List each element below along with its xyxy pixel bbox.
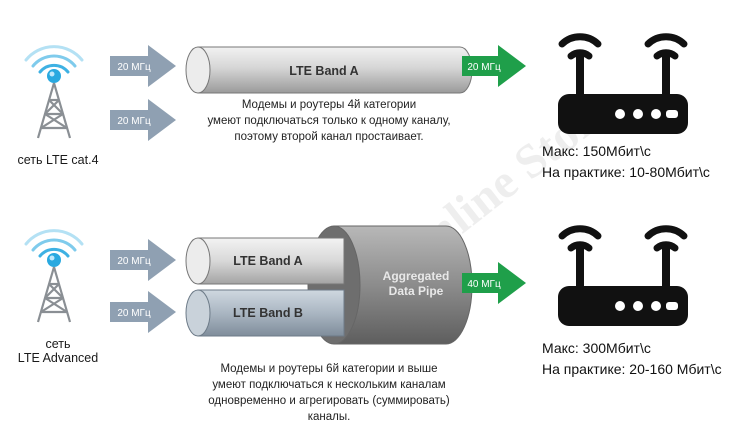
band-a-label: LTE Band A: [233, 254, 302, 268]
band-label: LTE Band A: [289, 64, 358, 78]
input-arrow-icon: 20 МГц: [110, 239, 176, 281]
input-arrow-icon: 20 МГц: [110, 291, 176, 333]
practical-speed: На практике: 20-160 Мбит\с: [542, 361, 722, 377]
pipe-label-line: Aggregated: [383, 269, 450, 283]
pipe-label-line: Data Pipe: [389, 284, 444, 298]
top-note: Модемы и роутеры 4й категории умеют подк…: [184, 97, 474, 145]
max-speed: Макс: 300Мбит\с: [542, 340, 651, 356]
network-label: сеть LTE cat.4: [17, 153, 99, 167]
note-line: умеют подключаться к нескольким каналам: [212, 379, 446, 391]
note-line: одновременно и агрегировать (суммировать…: [208, 395, 450, 407]
note-line: Модемы и роутеры 4й категории: [241, 99, 417, 111]
note-line: каналы.: [307, 411, 351, 423]
practical-speed: На практике: 10-80Мбит\с: [542, 164, 710, 180]
note-line: поэтому второй канал простаивает.: [234, 131, 424, 143]
input-arrow-icon: 20 МГц: [110, 99, 176, 141]
output-arrow-icon: 20 МГц: [462, 45, 526, 87]
router-icon: [558, 33, 688, 134]
cell-tower-icon: [24, 229, 84, 323]
router-icon: [558, 225, 688, 326]
input-arrow-label: 20 МГц: [117, 256, 151, 267]
lte-band-a-cylinder: LTE Band A: [185, 46, 473, 94]
note-line: умеют подключаться только к одному канал…: [207, 115, 451, 127]
input-arrow-icon: 20 МГц: [110, 45, 176, 87]
network-label: сеть LTE Advanced: [2, 337, 114, 365]
note-line: Модемы и роутеры 6й категории и выше: [220, 363, 438, 375]
input-arrow-label: 20 МГц: [117, 116, 151, 127]
bottom-note: Модемы и роутеры 6й категории и выше уме…: [184, 361, 474, 425]
network-label-line: сеть: [45, 337, 71, 351]
aggregated-pipe: LTE Band A LTE Band B Aggregated Data Pi…: [185, 225, 473, 345]
input-arrow-label: 20 МГц: [117, 62, 151, 73]
network-label-line: LTE Advanced: [17, 351, 99, 365]
output-arrow-icon: 40 МГц: [462, 262, 526, 304]
output-arrow-label: 20 МГц: [467, 62, 501, 73]
max-speed: Макс: 150Мбит\с: [542, 143, 651, 159]
input-arrow-label: 20 МГц: [117, 308, 151, 319]
output-arrow-label: 40 МГц: [467, 279, 501, 290]
band-b-label: LTE Band B: [233, 306, 303, 320]
cell-tower-icon: [24, 45, 84, 139]
